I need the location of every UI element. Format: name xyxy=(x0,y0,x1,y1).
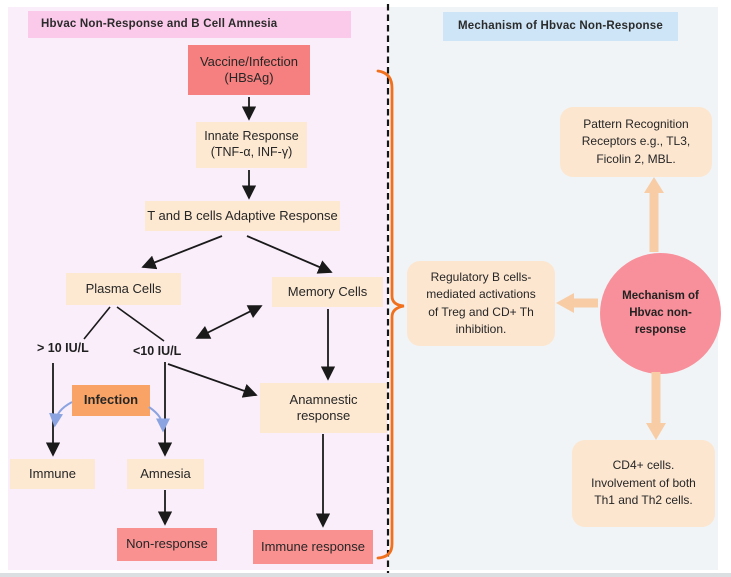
node-innate-response: Innate Response (TNF-α, INF-γ) xyxy=(196,122,307,168)
node-regulatory-b-cells: Regulatory B cells- mediated activations… xyxy=(407,261,555,346)
node-plasma-cells: Plasma Cells xyxy=(66,273,181,305)
right-panel-title: Mechanism of Hbvac Non-Response xyxy=(443,12,678,41)
node-non-response: Non-response xyxy=(117,528,217,561)
label-gt-10-iul: > 10 IU/L xyxy=(37,341,89,355)
node-infection: Infection xyxy=(72,385,150,416)
node-adaptive-response: T and B cells Adaptive Response xyxy=(145,201,340,231)
node-amnesia: Amnesia xyxy=(127,459,204,489)
node-immune-response: Immune response xyxy=(253,530,373,564)
node-vaccine-infection: Vaccine/Infection (HBsAg) xyxy=(188,45,310,95)
bottom-edge-strip xyxy=(0,573,731,577)
label-lt-10-iul: <10 IU/L xyxy=(133,344,182,358)
node-pattern-recognition-receptors: Pattern Recognition Receptors e.g., TL3,… xyxy=(560,107,712,177)
node-anamnestic-response: Anamnestic response xyxy=(260,383,387,433)
left-panel-title: Hbvac Non-Response and B Cell Amnesia xyxy=(28,11,351,38)
node-mechanism-circle: Mechanism of Hbvac non- response xyxy=(600,253,721,374)
node-memory-cells: Memory Cells xyxy=(272,277,383,307)
node-immune: Immune xyxy=(10,459,95,489)
node-cd4-cells: CD4+ cells. Involvement of both Th1 and … xyxy=(572,440,715,527)
